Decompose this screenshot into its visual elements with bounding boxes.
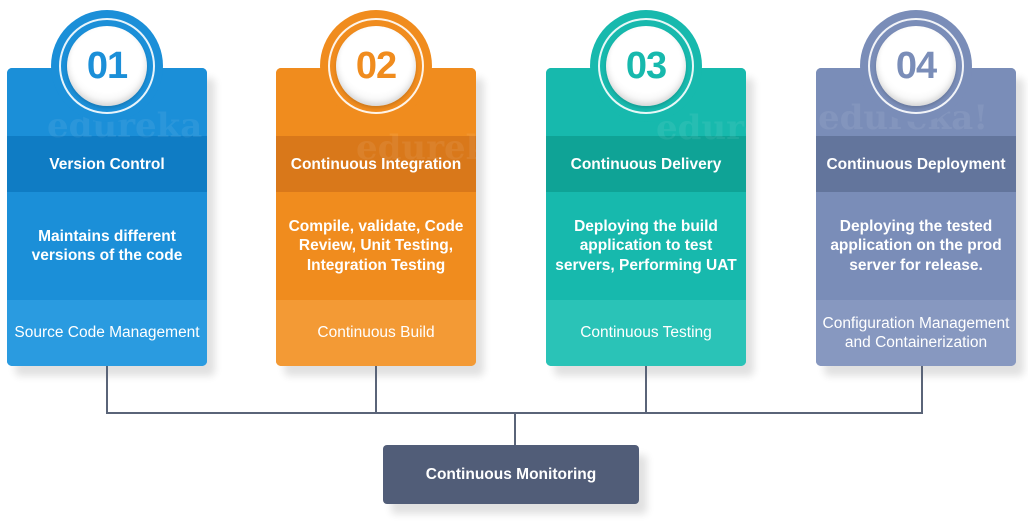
stage-card-version-control: Version Control Maintains different vers… bbox=[7, 10, 207, 366]
stage-number: 04 bbox=[876, 26, 956, 106]
stage-tool: Source Code Management bbox=[7, 300, 207, 366]
stage-tool: Continuous Testing bbox=[546, 300, 746, 366]
stage-title: Version Control bbox=[7, 136, 207, 192]
connector-line-1 bbox=[106, 366, 108, 413]
stage-card-continuous-deployment: Continuous Deployment Deploying the test… bbox=[816, 10, 1016, 366]
stage-title: Continuous Deployment bbox=[816, 136, 1016, 192]
stage-description: Maintains different versions of the code bbox=[7, 192, 207, 300]
stage-tool: Configuration Management and Containeriz… bbox=[816, 300, 1016, 366]
stage-card-continuous-integration: Continuous Integration Compile, validate… bbox=[276, 10, 476, 366]
stage-number-badge: 04 bbox=[860, 10, 972, 122]
continuous-monitoring-box: Continuous Monitoring bbox=[383, 445, 639, 504]
stage-description: Compile, validate, Code Review, Unit Tes… bbox=[276, 192, 476, 300]
connector-to-monitoring bbox=[514, 413, 516, 445]
stage-number-badge: 01 bbox=[51, 10, 163, 122]
stage-title: Continuous Integration bbox=[276, 136, 476, 192]
monitoring-label: Continuous Monitoring bbox=[425, 465, 597, 483]
connector-line-3 bbox=[645, 366, 647, 413]
stage-card-continuous-delivery: Continuous Delivery Deploying the build … bbox=[546, 10, 746, 366]
stage-number: 03 bbox=[606, 26, 686, 106]
stage-number-badge: 02 bbox=[320, 10, 432, 122]
stage-number: 01 bbox=[67, 26, 147, 106]
stage-number-badge: 03 bbox=[590, 10, 702, 122]
stage-description: Deploying the tested application on the … bbox=[816, 192, 1016, 300]
stage-tool: Continuous Build bbox=[276, 300, 476, 366]
stage-number: 02 bbox=[336, 26, 416, 106]
stage-description: Deploying the build application to test … bbox=[546, 192, 746, 300]
connector-line-4 bbox=[921, 366, 923, 413]
connector-line-2 bbox=[375, 366, 377, 413]
stage-title: Continuous Delivery bbox=[546, 136, 746, 192]
